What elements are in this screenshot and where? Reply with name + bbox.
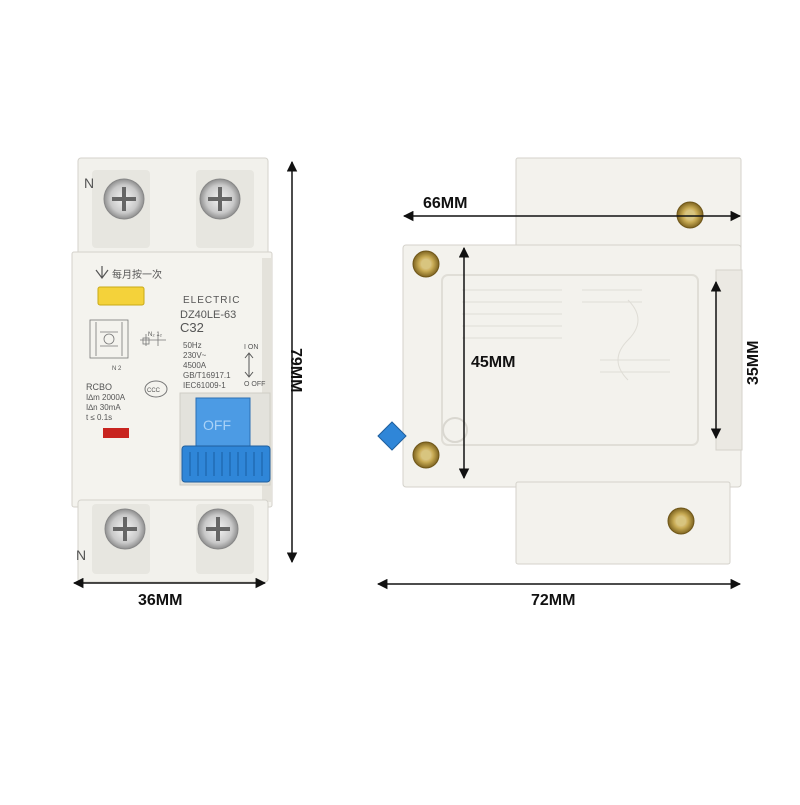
dim-label-front-height: 79MM [287,348,304,393]
svg-text:N 2: N 2 [112,366,122,372]
blue-tab [377,421,407,451]
screw-icon [103,178,145,220]
terminal-label-bottom: N [76,547,86,563]
terminal-label-top: N [84,175,94,191]
param-time: t ≤ 0.1s [86,413,112,422]
brand-label: ELECTRIC [183,295,240,306]
test-note: 每月按一次 [112,268,162,281]
svg-text:CCC: CCC [147,388,161,394]
rating-label: C32 [180,320,204,335]
type-label: RCBO [86,382,112,392]
rivet-icon [676,201,704,229]
screw-icon [104,508,146,550]
screw-icon [197,508,239,550]
param-idm: I∆m 2000A [86,393,126,402]
dim-label-side-rail: 35MM [745,340,762,385]
breaker-side-view [377,157,743,565]
arrow-down-icon [95,266,109,279]
spec-breaking: 4500A [183,361,207,370]
dim-label-side-top: 66MM [423,195,468,212]
toggle-arrow-icon [244,352,254,378]
screw-icon [199,178,241,220]
dim-label-side-inner: 45MM [471,354,516,371]
off-label: O OFF [244,381,265,388]
spec-frequency: 50Hz [183,341,202,350]
dim-label-front-width: 36MM [138,592,183,609]
spec-standard-iec: IEC61009-1 [183,381,226,390]
dimension-lines [72,160,742,590]
model-label: DZ40LE-63 [180,309,236,321]
embossed-text-area [462,289,670,381]
dim-label-side-width: 72MM [531,592,576,609]
wiring-diagram [89,319,166,359]
breaker-front-view: N N 每月按一次 N₂ 1₂ N 2 ELECTRIC DZ40LE-63 C… [71,157,273,583]
spec-voltage: 230V~ [183,351,207,360]
lever-off-text: OFF [203,417,231,433]
svg-text:N₂ 1₂: N₂ 1₂ [148,332,163,338]
spec-standard-gb: GB/T16917.1 [183,371,231,380]
on-label: I ON [244,344,258,351]
ccc-mark-icon: CCC [144,380,168,398]
rivet-icon [412,441,440,469]
test-button[interactable] [97,286,145,306]
rivet-icon [667,507,695,535]
toggle-lever[interactable]: OFF [181,397,271,483]
trip-indicator [103,428,129,438]
rivet-icon [412,250,440,278]
param-idn: I∆n 30mA [86,403,121,412]
